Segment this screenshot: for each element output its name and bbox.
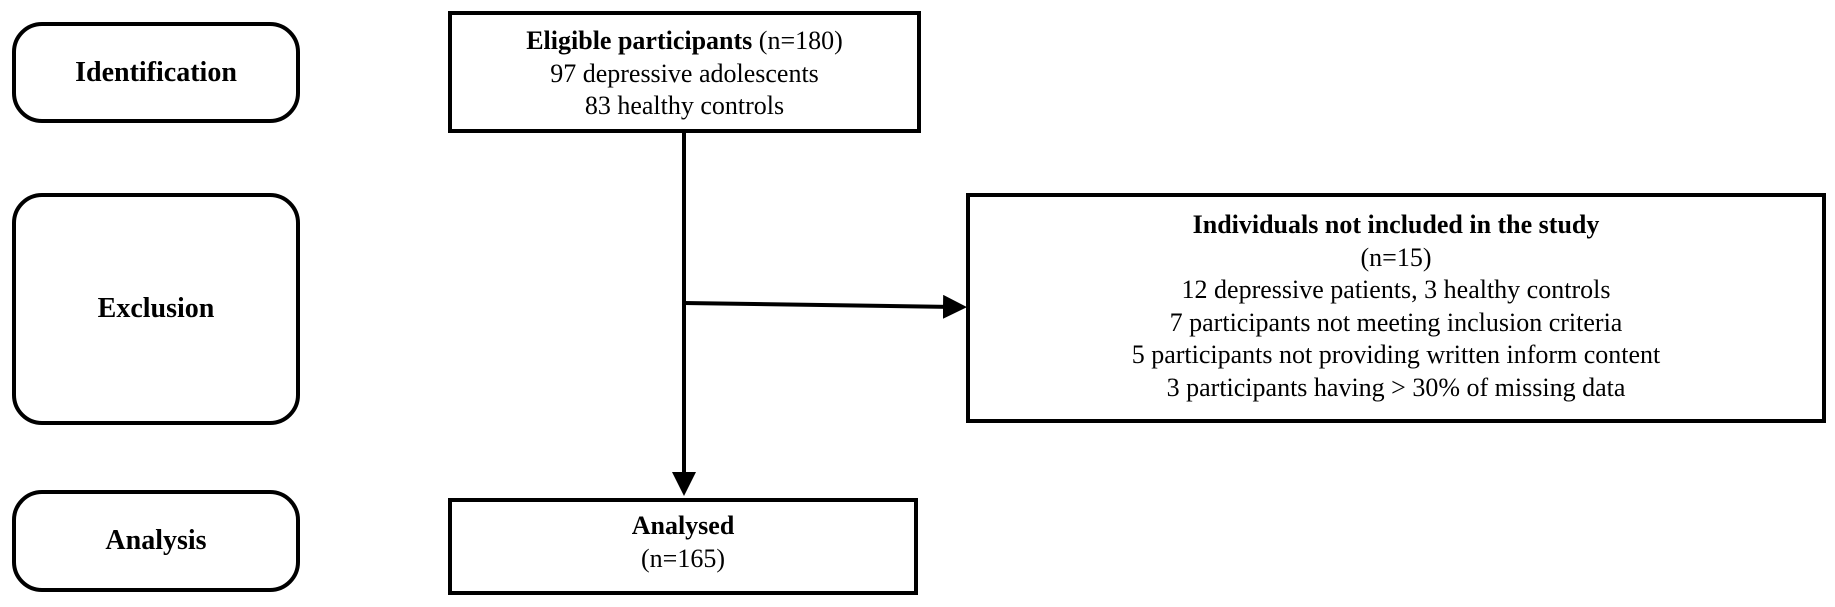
excluded-line-4: 3 participants having > 30% of missing d… — [1166, 372, 1626, 402]
excluded-line-3: 5 participants not providing written inf… — [1131, 340, 1661, 369]
analysed-count: (n=165) — [641, 543, 725, 573]
excluded-title: Individuals not included in the study — [1192, 210, 1600, 239]
eligible-title: Eligible participants — [526, 26, 753, 55]
eligible-line-2: 83 healthy controls — [584, 91, 785, 120]
excluded-count: (n=15) — [1360, 242, 1432, 272]
eligible-participants-box: Eligible participants (n=180) 97 depress… — [448, 11, 921, 133]
stage-identification-label: Identification — [75, 56, 237, 88]
excluded-line-1: 12 depressive patients, 3 healthy contro… — [1181, 275, 1611, 304]
stage-exclusion-label: Exclusion — [97, 293, 215, 324]
stage-analysis-label: Analysis — [105, 525, 207, 556]
exclusion-branch-arrow — [683, 294, 967, 319]
analysed-box: Analysed (n=165) — [448, 498, 918, 595]
stage-identification-box: Identification — [12, 22, 300, 123]
stage-analysis-box: Analysis — [12, 490, 300, 592]
eligible-count: (n=180) — [758, 26, 843, 55]
analysed-title: Analysed — [631, 511, 735, 540]
excluded-line-2: 7 participants not meeting inclusion cri… — [1169, 307, 1623, 337]
excluded-individuals-box: Individuals not included in the study (n… — [966, 193, 1826, 423]
stage-exclusion-box: Exclusion — [12, 193, 300, 425]
eligible-line-1: 97 depressive adolescents — [550, 58, 819, 88]
